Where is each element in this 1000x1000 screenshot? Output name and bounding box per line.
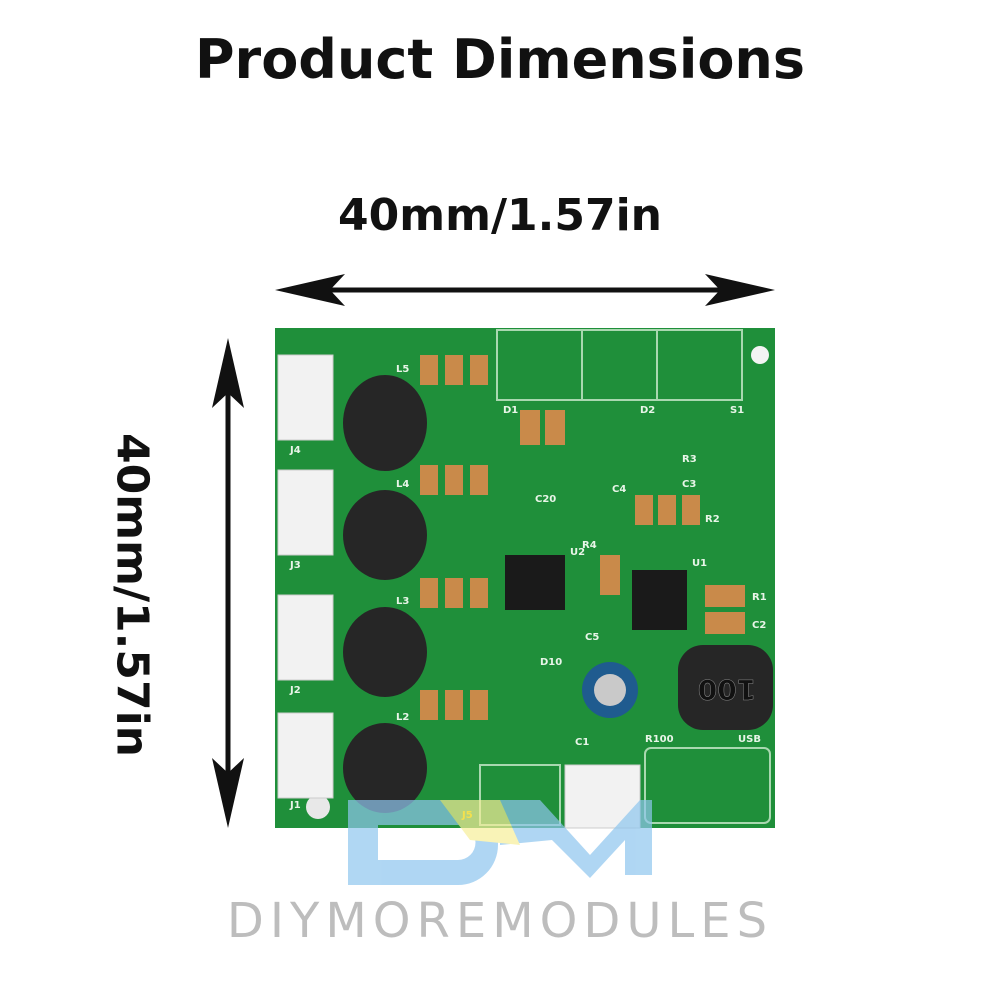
silk-d2: D2 [640, 405, 655, 416]
silk-c20: C20 [535, 494, 556, 505]
silk-r100: R100 [645, 734, 674, 745]
watermark-logo [348, 800, 652, 885]
watermark-text: DIYMOREMODULES [226, 893, 774, 949]
silk-r3: R3 [682, 454, 697, 465]
silk-c3: C3 [682, 479, 696, 490]
silk-d1: D1 [503, 405, 518, 416]
mounting-hole [751, 346, 769, 364]
mounting-hole [306, 795, 330, 819]
silk-l4: L4 [396, 479, 409, 490]
silk-r2: R2 [705, 514, 720, 525]
silk-j5: J5 [461, 810, 473, 821]
silk-r1: R1 [752, 592, 767, 603]
ic-u2 [505, 555, 565, 610]
jst-connectors [277, 354, 641, 829]
silk-c4: C4 [612, 484, 626, 495]
silk-l3: L3 [396, 596, 409, 607]
silk-d10: D10 [540, 657, 562, 668]
ic-u1 [632, 570, 687, 630]
silkscreen-labels: J1 J2 J3 J4 J5 L2 L3 L4 L5 D1 D2 S1 U1 U… [289, 364, 767, 821]
silk-c5: C5 [585, 632, 599, 643]
inductor-marking: 100 [698, 673, 756, 706]
silk-s1: S1 [730, 405, 744, 416]
silk-l2: L2 [396, 712, 409, 723]
height-arrow [212, 338, 244, 828]
silk-usb: USB [738, 734, 761, 745]
silk-c2: C2 [752, 620, 766, 631]
silk-l5: L5 [396, 364, 409, 375]
silk-j3: J3 [289, 560, 301, 571]
silk-r4: R4 [582, 540, 597, 551]
pcb-board: 100 [275, 328, 775, 829]
width-dimension-label: 40mm/1.57in [338, 190, 662, 241]
silk-u1: U1 [692, 558, 707, 569]
silk-j2: J2 [289, 685, 301, 696]
silk-j1: J1 [289, 800, 301, 811]
page-title: Product Dimensions [194, 28, 806, 91]
silk-c1: C1 [575, 737, 589, 748]
silk-u2: U2 [570, 547, 585, 558]
inductors [343, 375, 773, 813]
silk-j4: J4 [289, 445, 301, 456]
width-arrow [275, 274, 775, 306]
